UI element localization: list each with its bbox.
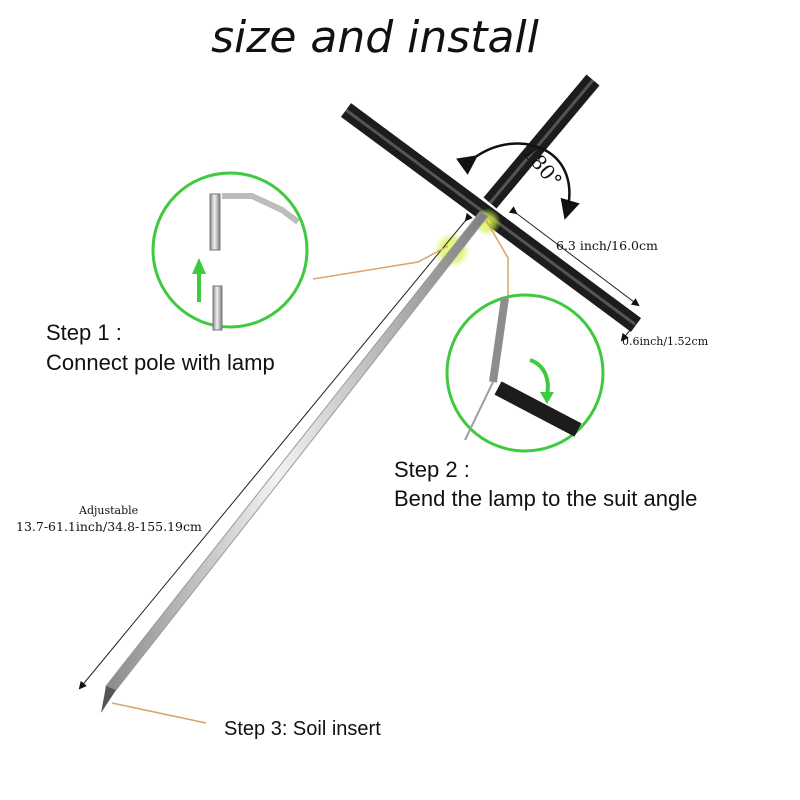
arm-length-label: 6.3 inch/16.0cm xyxy=(556,238,658,253)
arm-width-dimension-line xyxy=(620,317,641,342)
pole-length-dimension-line xyxy=(78,212,473,690)
pole-tip xyxy=(101,686,116,713)
step1-title: Step 1 : xyxy=(46,320,122,345)
step1-detail-circle xyxy=(151,171,309,331)
adjustable-label: Adjustable xyxy=(79,504,139,517)
arm-width-label: 0.6inch/1.52cm xyxy=(622,335,709,348)
step3-leader-line xyxy=(111,702,207,724)
step2-detail-circle xyxy=(445,293,605,453)
page-title: size and install xyxy=(211,12,539,63)
step2-title: Step 2 : xyxy=(394,457,470,482)
arm-length-dimension-line xyxy=(508,206,640,307)
step1-leader-line xyxy=(312,245,449,280)
rotation-arrow xyxy=(455,142,580,220)
step3-label: Step 3: Soil insert xyxy=(224,718,381,740)
step2-leader-line xyxy=(485,219,509,296)
step2-bend-arrow xyxy=(529,358,550,396)
step1-description: Connect pole with lamp xyxy=(46,350,275,375)
lamp-arms xyxy=(340,74,642,332)
step2-description: Bend the lamp to the suit angle xyxy=(394,486,698,511)
pole-length-label: 13.7-61.1inch/34.8-155.19cm xyxy=(16,519,202,534)
